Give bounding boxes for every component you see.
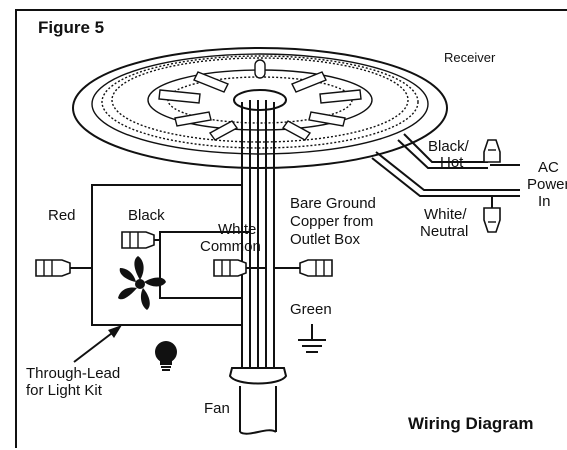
bare-ground-label-3: Outlet Box	[290, 231, 361, 248]
white-common-label-1: White	[218, 221, 256, 238]
receiver-disc	[72, 47, 448, 169]
black-label: Black	[128, 207, 165, 224]
green-label: Green	[290, 301, 332, 318]
ac-power-label-2: Power	[527, 176, 567, 193]
ground-connector	[299, 259, 333, 277]
figure-label: Figure 5	[38, 18, 104, 37]
through-lead-label-1: Through-Lead	[26, 365, 120, 382]
bare-ground-label-1: Bare Ground	[290, 195, 376, 212]
hot-connector	[483, 139, 501, 163]
white-neutral-label-1: White/	[424, 206, 467, 223]
red-connector	[35, 259, 71, 277]
receiver-label: Receiver	[444, 50, 496, 65]
white-neutral-wire	[371, 157, 520, 197]
black-wire	[159, 160, 251, 299]
through-lead-arrow	[73, 325, 122, 363]
light-bulb-icon	[155, 341, 177, 371]
through-lead-label-2: for Light Kit	[26, 382, 103, 399]
black-connector	[121, 231, 155, 249]
ground-symbol-icon	[298, 324, 326, 353]
red-label: Red	[48, 207, 76, 224]
black-hot-wire	[397, 139, 488, 169]
white-neutral-label-2: Neutral	[420, 223, 468, 240]
fan-blade-icon	[118, 256, 166, 310]
ac-power-label-1: AC	[538, 159, 559, 176]
white-neutral-wire-2	[375, 151, 520, 191]
black-hot-label-2: Hot	[440, 154, 464, 171]
white-common-connector	[213, 259, 247, 277]
figure-frame	[15, 9, 567, 448]
fan-canopy	[228, 367, 288, 435]
red-wire	[91, 158, 243, 326]
white-common-label-2: Common	[200, 238, 261, 255]
bare-ground-label-2: Copper from	[290, 213, 373, 230]
diagram-title: Wiring Diagram	[408, 414, 533, 433]
ac-power-label-3: In	[538, 193, 551, 210]
fan-label: Fan	[204, 400, 230, 417]
neutral-connector	[483, 196, 501, 233]
black-hot-label-1: Black/	[428, 138, 470, 155]
black-hot-wire-2	[403, 133, 488, 163]
